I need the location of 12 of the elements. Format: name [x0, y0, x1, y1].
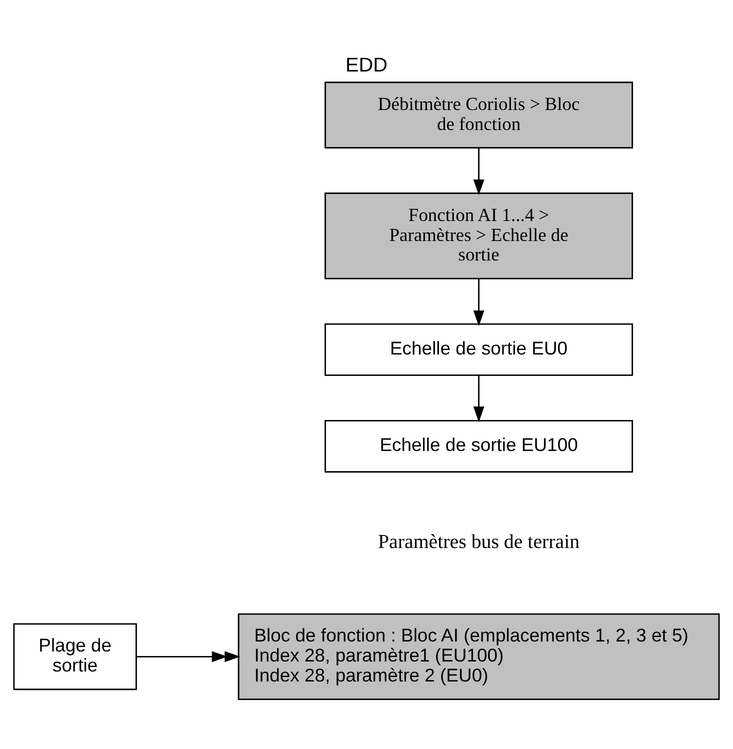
node-box: Plage de sortie	[13, 623, 137, 690]
arrow	[473, 278, 484, 326]
arrow	[473, 376, 484, 422]
node-box: Echelle de sortie EU0	[324, 323, 634, 376]
arrow	[136, 651, 240, 662]
arrow	[473, 148, 484, 196]
node-box: Echelle de sortie EU100	[324, 420, 634, 473]
diagram-title: EDD	[346, 54, 388, 76]
node-box: Fonction AI 1...4 > Paramètres > Echelle de sortie	[324, 192, 634, 280]
label: Paramètres bus de terrain	[378, 531, 580, 554]
node-box: Débitmètre Coriolis > Bloc de fonction	[324, 82, 634, 148]
node-box: Bloc de fonction : Bloc AI (emplacements 1, 2, 3 et 5) Index 28, paramètre1 (EU100) Index 28, paramètre 2 (EU0)	[238, 613, 720, 700]
